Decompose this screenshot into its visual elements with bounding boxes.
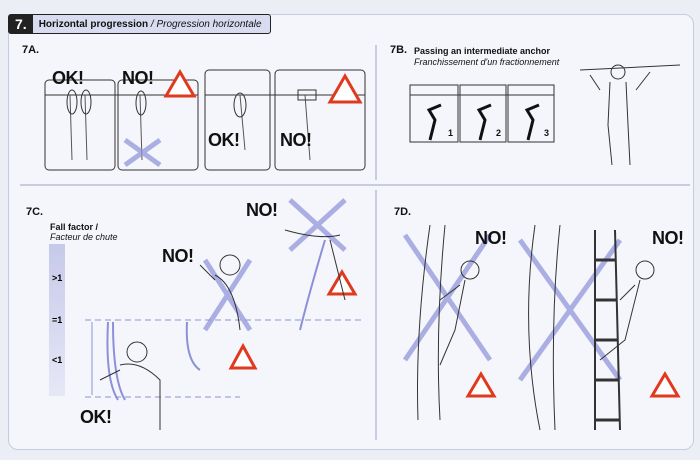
no-mark: NO! [652, 228, 684, 248]
figure-7c [85, 229, 365, 430]
fall-factor-label-fr: Facteur de chute [50, 232, 118, 242]
level-eq1: =1 [52, 315, 63, 325]
section-title: Horizontal progression / Progression hor… [38, 18, 262, 30]
label-7c: 7C. [26, 206, 44, 218]
warning-icons [163, 69, 681, 398]
section-header: 7. Horizontal progression / Progression … [8, 14, 271, 34]
ok-mark: OK! [208, 130, 240, 150]
fall-factor-scale [49, 244, 65, 396]
section-number: 7. [9, 15, 33, 33]
label-7a: 7A. [22, 44, 40, 56]
7b-title-fr: Franchissement d'un fractionnement [414, 57, 560, 67]
ok-mark: OK! [52, 68, 84, 88]
no-mark: NO! [246, 200, 278, 220]
label-7d: 7D. [394, 206, 412, 218]
level-gt1: >1 [52, 273, 63, 283]
ok-mark: OK! [80, 407, 112, 427]
x-marks [123, 137, 623, 382]
figure-7a [44, 69, 366, 171]
figure-7b [409, 64, 681, 166]
step-1: 1 [448, 128, 454, 138]
no-mark: NO! [475, 228, 507, 248]
no-mark: NO! [122, 68, 154, 88]
no-mark: NO! [162, 246, 194, 266]
level-lt1: <1 [52, 355, 63, 365]
7b-title: Passing an intermediate anchor [414, 46, 551, 56]
no-mark: NO! [280, 130, 312, 150]
fall-factor-label: Fall factor / [50, 222, 99, 232]
figure-7d [417, 224, 655, 431]
step-2: 2 [496, 128, 502, 138]
step-3: 3 [544, 128, 550, 138]
label-7b: 7B. [390, 44, 408, 56]
